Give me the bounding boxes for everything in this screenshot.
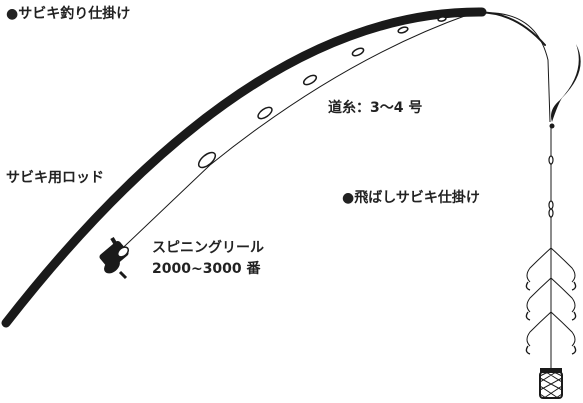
hook-pair: [525, 311, 577, 355]
rig-label: ●飛ばしサビキ仕掛け: [342, 190, 480, 206]
diagram-title: ●サビキ釣り仕掛け: [6, 6, 131, 22]
bait-basket: [539, 368, 563, 399]
main-line: [107, 12, 551, 263]
rod-guide: [197, 151, 217, 169]
rod-guide: [302, 74, 318, 86]
line-label: 道糸：3〜4 号: [328, 100, 423, 116]
reel-label-line2: 2000~3000 番: [152, 261, 261, 277]
rod-guide: [351, 47, 365, 57]
rod-label: サビキ用ロッド: [6, 170, 104, 186]
reel-label-line1: スピニングリール: [152, 240, 264, 256]
rod-guide: [257, 106, 273, 120]
reel-label: スピニングリール 2000~3000 番: [152, 238, 264, 280]
rod-guides: [197, 16, 447, 169]
rod-guide: [437, 16, 447, 22]
sabiki-hooks: [525, 247, 577, 355]
rig-line: [548, 128, 554, 372]
hook-pair: [525, 247, 577, 291]
float: [549, 44, 581, 129]
rod-guide: [397, 26, 409, 34]
hook-pair: [525, 277, 577, 321]
rod-tip: [469, 11, 546, 46]
spinning-reel: [99, 236, 130, 280]
rod: [1, 7, 487, 328]
